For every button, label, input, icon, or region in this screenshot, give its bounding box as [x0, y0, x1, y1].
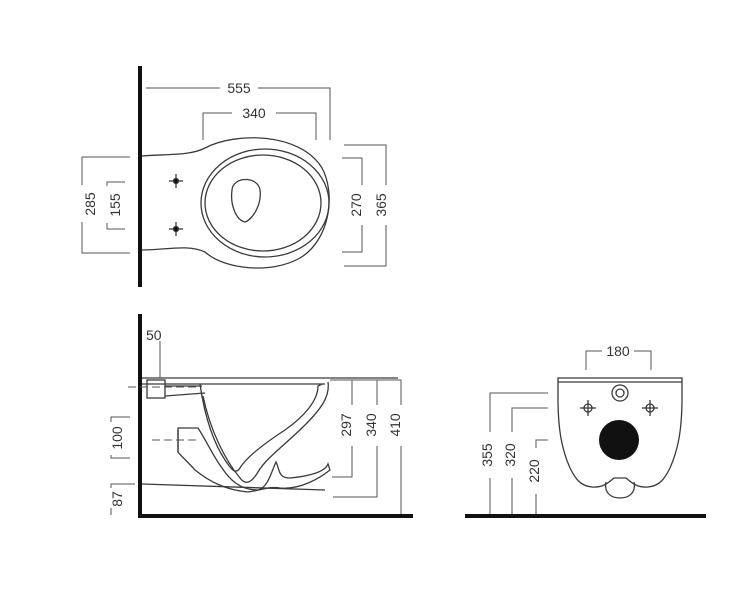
dim-297-label: 297 [338, 413, 354, 437]
dim-100-label: 100 [109, 426, 125, 450]
top-mount-hole-upper [169, 174, 183, 188]
top-mount-hole-lower [169, 222, 183, 236]
dim-155-line [106, 181, 125, 186]
dim-285-label: 285 [82, 192, 98, 216]
dim-340-side-line [352, 379, 378, 405]
dim-220-label: 220 [526, 459, 542, 483]
dim-340-label: 340 [242, 105, 266, 121]
dim-340-side-line-bottom [333, 446, 378, 498]
dim-297-line-bottom [332, 446, 353, 478]
dim-155-label: 155 [107, 193, 123, 217]
dim-50-label: 50 [146, 327, 162, 343]
top-bowl-opening [230, 178, 261, 223]
side-inlet-block [146, 379, 166, 399]
dim-155-line-bottom [106, 223, 125, 230]
side-trap [177, 427, 331, 493]
side-base-line [141, 483, 326, 491]
front-inlet-inner [615, 388, 625, 398]
dim-340-line [202, 112, 232, 140]
dim-270-line-bottom [342, 225, 363, 253]
top-bowl-outline [141, 137, 330, 269]
dim-320-label: 320 [502, 443, 518, 467]
front-outlet [599, 420, 639, 460]
dim-180-label: 180 [606, 343, 630, 359]
front-inlet-outer [611, 384, 629, 402]
dim-220-line [535, 439, 548, 448]
front-bolt-right [642, 400, 658, 416]
dim-180-line-right [634, 350, 652, 370]
dim-410-label: 410 [387, 413, 403, 437]
dim-355-line [489, 392, 548, 432]
dim-87-line [110, 483, 135, 488]
dim-270-label: 270 [348, 193, 364, 217]
top-bowl-rim-inner [204, 154, 322, 252]
side-bowl-inner [199, 383, 323, 472]
dim-355-label: 355 [479, 443, 495, 467]
dim-100-line-bottom [110, 455, 130, 459]
dim-320-line [511, 407, 548, 432]
side-bowl-outer [202, 381, 329, 483]
dim-340-line-right [276, 112, 317, 140]
dim-270-line [342, 157, 363, 185]
front-body-outline [557, 377, 683, 488]
dim-297-line [330, 379, 353, 405]
dim-365-line [344, 144, 387, 185]
top-view: 555 340 285 155 270 365 [81, 66, 389, 287]
dim-87-label: 87 [109, 491, 125, 507]
dim-555-line-right [258, 87, 331, 140]
side-view: 50 100 87 297 340 410 [109, 314, 413, 518]
dim-100-line [110, 416, 130, 422]
dim-180-line [585, 350, 602, 370]
dim-285-line [81, 156, 130, 185]
top-bowl-rim-outer [200, 148, 330, 258]
front-bolt-left [580, 400, 596, 416]
front-view: 180 355 320 220 [465, 343, 706, 518]
dim-410-line [377, 379, 402, 405]
dim-340-side-label: 340 [363, 413, 379, 437]
dim-365-line-bottom [344, 225, 387, 267]
front-foot [604, 481, 636, 499]
dim-365-label: 365 [373, 193, 389, 217]
side-inlet-line-2 [164, 392, 206, 397]
dim-555-label: 555 [227, 80, 251, 96]
dim-285-line-bottom [81, 222, 130, 254]
